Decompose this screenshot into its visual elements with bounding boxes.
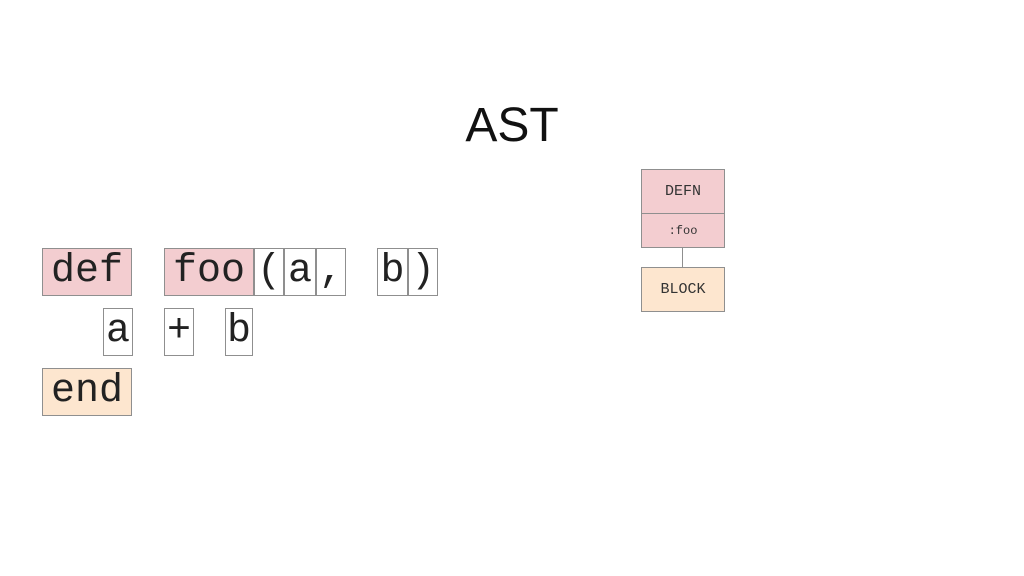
token-def: def	[42, 248, 132, 296]
ast-edge	[682, 247, 683, 267]
token-foo: foo	[164, 248, 254, 296]
token-param-b: b	[377, 248, 408, 296]
token-comma: ,	[316, 248, 346, 296]
slide-title: AST	[465, 99, 559, 152]
token-b: b	[225, 308, 253, 356]
token-lparen: (	[254, 248, 284, 296]
token-rparen: )	[408, 248, 438, 296]
token-param-a: a	[284, 248, 316, 296]
ast-node-name: :foo	[641, 213, 725, 248]
token-end: end	[42, 368, 132, 416]
token-a: a	[103, 308, 133, 356]
ast-node-defn: DEFN	[641, 169, 725, 214]
token-plus: +	[164, 308, 194, 356]
ast-node-block: BLOCK	[641, 267, 725, 312]
